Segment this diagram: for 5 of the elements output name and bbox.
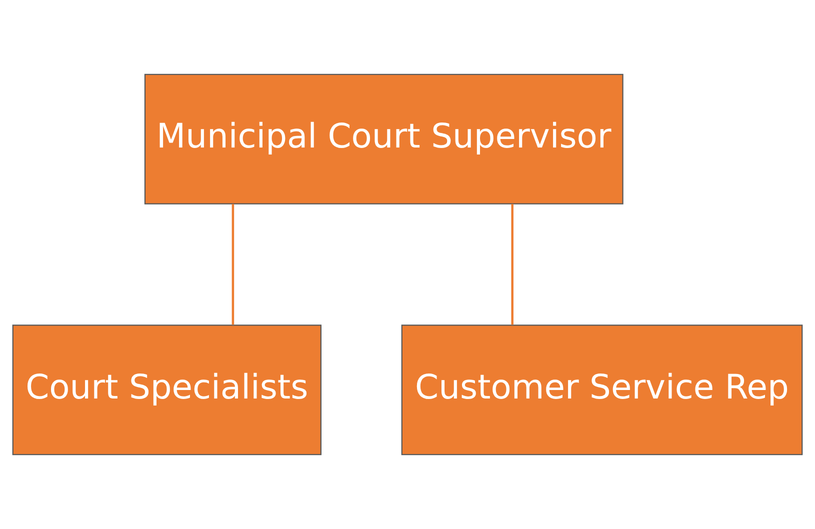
node-box: Court Specialists xyxy=(12,324,322,456)
connector xyxy=(511,204,514,325)
node-box: Customer Service Rep xyxy=(401,324,803,456)
node-box: Municipal Court Supervisor xyxy=(144,74,624,204)
connector xyxy=(232,204,234,325)
